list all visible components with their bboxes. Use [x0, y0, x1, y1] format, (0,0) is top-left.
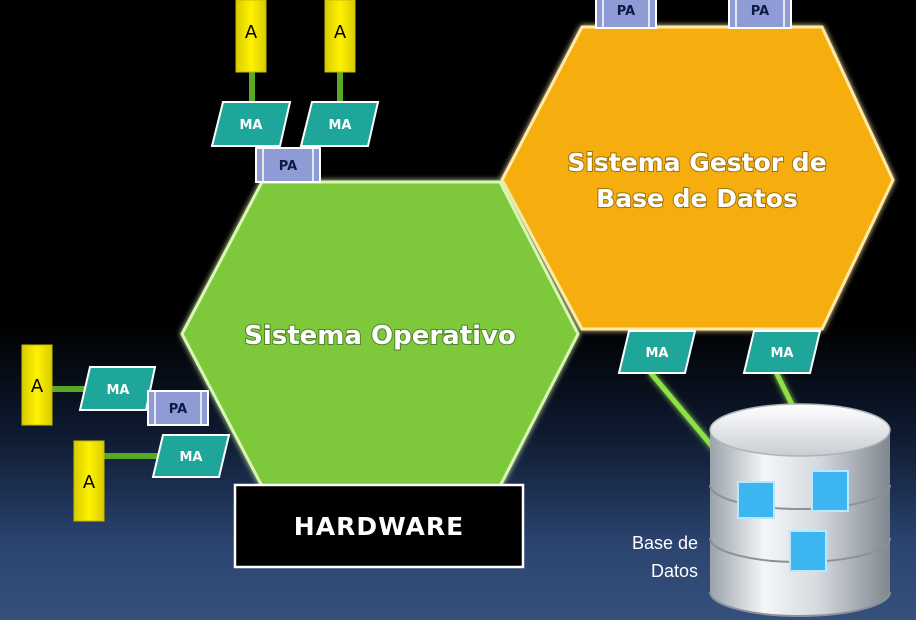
- os-hexagon: Sistema Operativo: [180, 180, 580, 488]
- dbms-hexagon-shape: [500, 25, 895, 331]
- dbms-label-line2: Base de Datos: [596, 184, 798, 213]
- db-data-block: [789, 530, 827, 572]
- port-label: PA: [617, 4, 635, 19]
- db-data-block: [737, 481, 775, 519]
- port-label: PA: [751, 4, 769, 19]
- adapter: MA: [151, 434, 231, 478]
- ports: PA PA PA PA: [147, 0, 792, 426]
- hardware-box-shape: [233, 483, 525, 569]
- os-label: Sistema Operativo: [244, 321, 516, 351]
- database-label-line1: Base de: [632, 533, 698, 553]
- application-box: A: [73, 440, 105, 522]
- application-label: A: [83, 472, 96, 493]
- database-label-line2: Datos: [651, 561, 698, 581]
- application-box: A: [235, 0, 267, 73]
- port: PA: [728, 0, 792, 29]
- adapter: MA: [299, 101, 380, 147]
- port: PA: [595, 0, 657, 29]
- adapter-label: MA: [180, 450, 203, 465]
- adapter: MA: [742, 330, 822, 374]
- port: PA: [147, 390, 209, 426]
- application-label: A: [31, 376, 44, 397]
- db-data-block: [811, 470, 849, 512]
- adapters: MA MA MA MA MA MA: [78, 101, 822, 478]
- application-box: A: [324, 0, 356, 73]
- adapter-label: MA: [107, 383, 130, 398]
- port-label: PA: [169, 402, 187, 417]
- application-box: A: [21, 344, 53, 426]
- port: PA: [255, 147, 321, 183]
- adapter: MA: [210, 101, 292, 147]
- application-boxes: A A A A: [21, 0, 356, 522]
- connector-lines: [52, 72, 343, 459]
- adapter: MA: [78, 366, 157, 411]
- dbms-label-line1: Sistema Gestor de: [567, 148, 826, 177]
- adapter-label: MA: [646, 346, 669, 361]
- adapter-label: MA: [329, 118, 352, 133]
- application-label: A: [245, 22, 258, 43]
- hardware-box: HARDWARE: [233, 483, 525, 569]
- adapter: MA: [617, 330, 697, 374]
- adapter-label: MA: [240, 118, 263, 133]
- adapter-label: MA: [771, 346, 794, 361]
- database-icon: [709, 403, 891, 617]
- application-label: A: [334, 22, 347, 43]
- port-label: PA: [279, 159, 297, 174]
- dbms-hexagon: Sistema Gestor de Base de Datos: [500, 25, 895, 331]
- hardware-label: HARDWARE: [294, 512, 464, 541]
